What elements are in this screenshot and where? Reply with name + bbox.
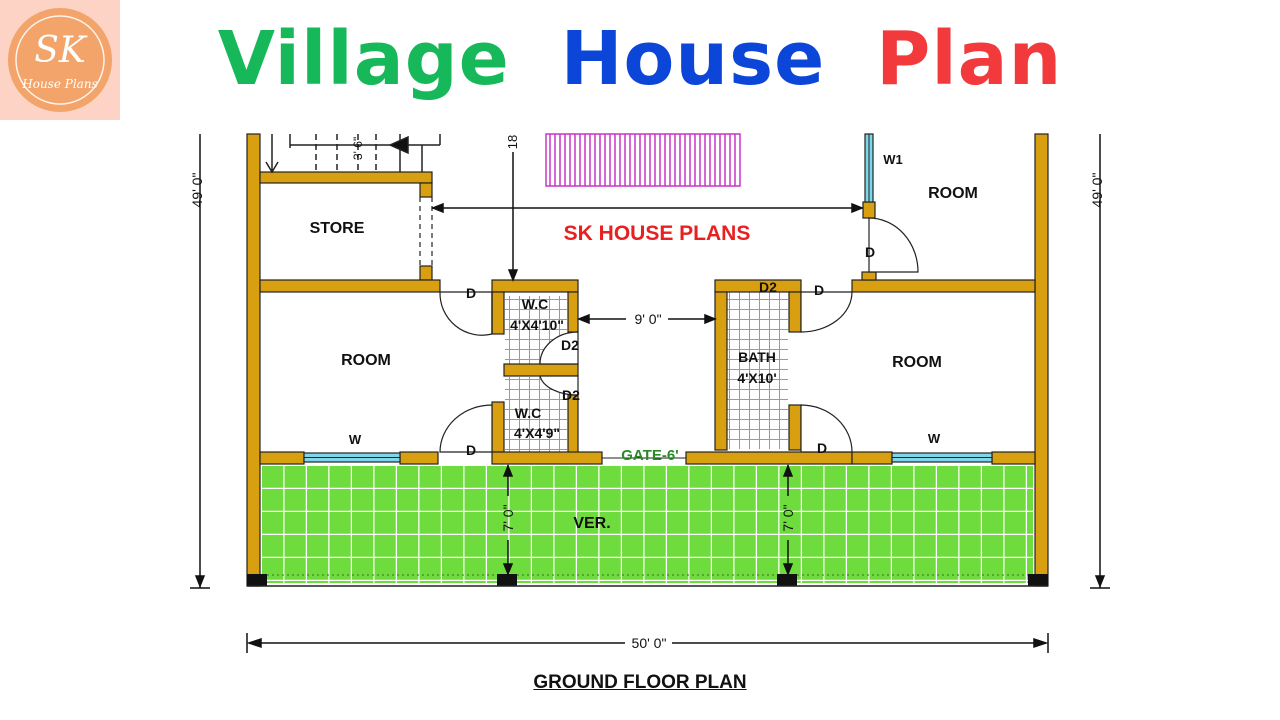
verandah-depth-right: 7' 0": [780, 504, 796, 531]
window-label-right: W: [928, 431, 941, 446]
door-left-room-bottom: [439, 404, 493, 453]
depth-label-left: 49' 0": [189, 173, 205, 208]
bath-label: BATH: [738, 349, 776, 365]
wc-top-label: W.C: [522, 296, 548, 312]
stair-arrow-icon: [388, 135, 409, 155]
front-wall-wc: [491, 451, 603, 465]
wc-wall-left-top: [491, 291, 505, 335]
watermark-text: SK HOUSE PLANS: [564, 222, 751, 245]
store-wall-stub-top: [419, 182, 433, 198]
door-right-room-top: [800, 291, 853, 333]
doors: [439, 217, 919, 453]
logo-badge: SK House Plans: [8, 8, 112, 112]
door-label-2: D: [466, 442, 476, 458]
column-3: [777, 574, 797, 586]
window-label-left: W: [349, 432, 362, 447]
room-label-left: ROOM: [341, 352, 391, 369]
gate-label: GATE-6': [621, 447, 678, 464]
plan-caption: GROUND FLOOR PLAN: [533, 672, 747, 693]
wc-bottom-label: W.C: [515, 405, 541, 421]
title-word-plan: Plan: [876, 16, 1063, 102]
title-word-village: Village: [217, 16, 510, 102]
store-wall-stub-bottom: [419, 265, 433, 281]
door-wc-bottom: [539, 375, 579, 396]
room-label-top-right: ROOM: [928, 185, 978, 202]
outer-wall-left: [246, 133, 261, 587]
windows: [303, 133, 993, 463]
page-title: Village House Plan: [0, 4, 1280, 114]
store-wall-top: [259, 171, 433, 184]
logo-initials: SK: [34, 30, 88, 71]
wc-wall-top: [491, 279, 579, 293]
room-label-verandah: VER.: [573, 515, 610, 532]
door-top-right-room: [868, 217, 919, 273]
wc-divider-wall: [503, 363, 579, 377]
store-opening: [419, 197, 433, 266]
logo-subtitle: House Plans: [21, 77, 97, 91]
door-label-1: D: [466, 285, 476, 301]
bath-size: 4'X10': [737, 370, 776, 386]
top-right-room-door-jamb: [861, 271, 877, 281]
store-room-wall: [259, 279, 441, 293]
width-label: 50' 0": [632, 635, 667, 651]
columns: [247, 574, 1048, 586]
wc-bottom-size: 4'X4'9": [514, 425, 560, 441]
front-wall-right-b: [991, 451, 1036, 465]
wc-wall-right-top: [567, 291, 579, 333]
verandah-floor: [262, 465, 1033, 583]
door-right-room-bottom: [800, 404, 853, 453]
door-label-3: D: [814, 282, 824, 298]
door-label-5: D: [865, 244, 875, 260]
logo-badge-shape: [8, 8, 112, 112]
wc-top-size: 4'X4'10": [510, 317, 564, 333]
door2-label-bath: D2: [759, 279, 777, 295]
right-room-wall-top: [851, 279, 1036, 293]
front-wall-left-b: [399, 451, 439, 465]
outer-wall-right: [1034, 133, 1049, 587]
door-left-room-top: [439, 291, 493, 336]
bath-wall-top: [714, 279, 802, 293]
door2-label-wc-bottom: D2: [562, 387, 580, 403]
room-label-right: ROOM: [892, 354, 942, 371]
window1-label: W1: [883, 152, 903, 167]
top-cut-dimension: 18: [505, 135, 520, 149]
brand-logo: SK House Plans: [0, 0, 120, 120]
front-wall-bath: [685, 451, 853, 465]
wc-wall-left-bottom: [491, 401, 505, 453]
top-right-room-wall-stub: [862, 201, 876, 219]
room-label-store: STORE: [310, 220, 365, 237]
door2-label-wc-top: D2: [561, 337, 579, 353]
hatched-area: [545, 133, 741, 187]
staircase: [265, 134, 441, 174]
front-wall-left-a: [259, 451, 305, 465]
door-label-4: D: [817, 440, 827, 456]
front-wall-right-a: [851, 451, 893, 465]
dimension-lines: [190, 134, 1110, 653]
door-wc-top: [539, 331, 579, 365]
bath-floor: [726, 291, 788, 449]
logo-ring: [15, 15, 105, 105]
column-1: [247, 574, 267, 586]
bath-wall-left: [714, 291, 728, 451]
title-word-house: House: [560, 16, 826, 102]
bath-wall-right-top: [788, 291, 802, 333]
column-2: [497, 574, 517, 586]
wc-wall-right-bottom: [567, 394, 579, 454]
passage-dimension: 9' 0": [634, 311, 661, 327]
verandah-depth-left: 7' 0": [500, 504, 516, 531]
stair-dimension: 3' 6": [351, 137, 365, 160]
bath-wall-right-bottom: [788, 404, 802, 451]
column-4: [1028, 574, 1048, 586]
depth-label-right: 49' 0": [1089, 173, 1105, 208]
